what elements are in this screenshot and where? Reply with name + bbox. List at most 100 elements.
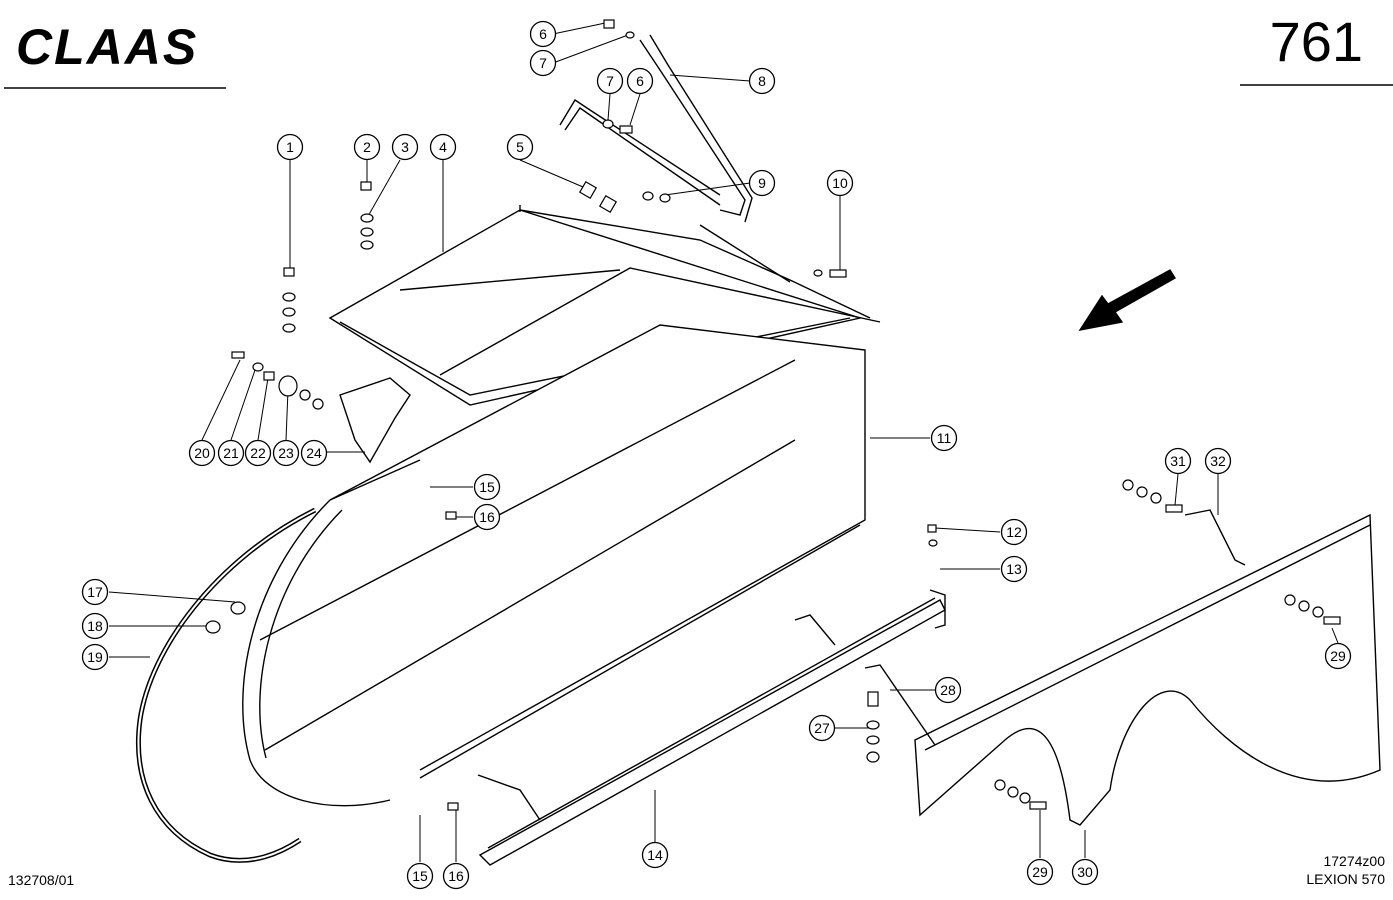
nut-icon bbox=[205, 620, 221, 634]
callout-27: 27 bbox=[808, 714, 836, 742]
callout-label: 4 bbox=[439, 139, 447, 155]
callout-circle bbox=[442, 862, 470, 890]
fastener-hardware bbox=[205, 19, 1341, 811]
callout-circle bbox=[391, 133, 419, 161]
callout-circle bbox=[626, 67, 654, 95]
callout-circle bbox=[81, 612, 109, 640]
nut-icon bbox=[642, 191, 654, 201]
bolt-icon bbox=[360, 181, 372, 191]
callout-circle bbox=[1000, 555, 1028, 583]
washer-icon bbox=[1298, 600, 1310, 612]
figure-code: 17274z00 bbox=[1323, 853, 1385, 869]
callout-circle bbox=[81, 643, 109, 671]
callout-11: 11 bbox=[930, 424, 958, 452]
callout-29: 29 bbox=[1324, 642, 1352, 670]
bolt-icon bbox=[231, 351, 245, 359]
callout-circle bbox=[934, 676, 962, 704]
callout-label: 20 bbox=[194, 445, 210, 461]
bolt-icon bbox=[1323, 616, 1341, 625]
callout-circle bbox=[272, 439, 300, 467]
direction-arrow-icon bbox=[1078, 269, 1176, 331]
bolt-icon bbox=[1029, 801, 1047, 810]
right-lower-panel bbox=[914, 513, 1381, 826]
callout-circle bbox=[276, 133, 304, 161]
callout-label: 24 bbox=[306, 445, 322, 461]
callout-label: 15 bbox=[479, 479, 495, 495]
bracket-24 bbox=[339, 377, 411, 464]
callout-circle bbox=[406, 862, 434, 890]
callout-circle bbox=[1164, 447, 1192, 475]
callout-label: 29 bbox=[1032, 864, 1048, 880]
washer-icon bbox=[1150, 492, 1162, 504]
brand-logo-text: CLAAS bbox=[16, 19, 198, 72]
callout-circle bbox=[930, 424, 958, 452]
callout-label: 2 bbox=[363, 139, 371, 155]
callout-32: 32 bbox=[1204, 447, 1232, 475]
washer-icon bbox=[252, 362, 264, 372]
callout-4: 4 bbox=[429, 133, 457, 161]
leader-lines bbox=[108, 21, 1339, 862]
bolt-icon bbox=[283, 267, 295, 277]
washer-icon bbox=[360, 213, 374, 223]
bracket-32 bbox=[1184, 509, 1246, 566]
support-hoop bbox=[559, 34, 791, 283]
callout-14: 14 bbox=[641, 841, 669, 869]
callout-2: 2 bbox=[353, 133, 381, 161]
callout-label: 27 bbox=[814, 720, 830, 736]
bottom-rail bbox=[477, 589, 946, 866]
callout-30: 30 bbox=[1071, 858, 1099, 886]
callout-7: 7 bbox=[529, 49, 557, 77]
callout-6: 6 bbox=[529, 20, 557, 48]
bolt-icon bbox=[603, 19, 615, 29]
callout-circle bbox=[826, 169, 854, 197]
washer-icon bbox=[230, 601, 246, 615]
bolt-icon bbox=[927, 524, 937, 533]
callout-circle bbox=[473, 473, 501, 501]
callout-20: 20 bbox=[188, 439, 216, 467]
callout-6: 6 bbox=[626, 67, 654, 95]
callout-22: 22 bbox=[244, 439, 272, 467]
callout-7: 7 bbox=[596, 67, 624, 95]
callout-label: 8 bbox=[758, 73, 766, 89]
bolt-icon bbox=[867, 691, 879, 707]
callout-circle bbox=[529, 49, 557, 77]
washer-icon bbox=[1136, 486, 1148, 498]
rubber-seal bbox=[135, 507, 317, 863]
callout-label: 16 bbox=[448, 868, 464, 884]
callout-19: 19 bbox=[81, 643, 109, 671]
washer-icon bbox=[928, 539, 938, 547]
callout-29: 29 bbox=[1026, 858, 1054, 886]
callout-circle bbox=[81, 578, 109, 606]
nut-icon bbox=[994, 779, 1006, 791]
callout-21: 21 bbox=[217, 439, 245, 467]
nut-icon bbox=[1284, 594, 1296, 606]
bolt-icon bbox=[447, 802, 459, 811]
callout-label: 10 bbox=[832, 175, 848, 191]
callout-label: 1 bbox=[286, 139, 294, 155]
washer-icon bbox=[813, 269, 823, 277]
nut-icon bbox=[866, 751, 880, 763]
callout-28: 28 bbox=[934, 676, 962, 704]
callout-label: 32 bbox=[1210, 453, 1226, 469]
callout-circle bbox=[748, 67, 776, 95]
callout-circle bbox=[529, 20, 557, 48]
callout-label: 5 bbox=[516, 139, 524, 155]
nut-icon bbox=[282, 323, 296, 333]
callout-12: 12 bbox=[1000, 518, 1028, 546]
callout-1: 1 bbox=[276, 133, 304, 161]
callout-label: 15 bbox=[412, 868, 428, 884]
callout-label: 21 bbox=[223, 445, 239, 461]
callout-31: 31 bbox=[1164, 447, 1192, 475]
callout-label: 19 bbox=[87, 649, 103, 665]
callout-label: 9 bbox=[758, 175, 766, 191]
bolt-icon bbox=[829, 269, 847, 278]
callout-13: 13 bbox=[1000, 555, 1028, 583]
callout-label: 16 bbox=[479, 509, 495, 525]
washer-icon bbox=[282, 307, 296, 317]
callout-label: 30 bbox=[1077, 864, 1093, 880]
callout-circle bbox=[1026, 858, 1054, 886]
callout-16: 16 bbox=[473, 503, 501, 531]
callout-circle bbox=[217, 439, 245, 467]
